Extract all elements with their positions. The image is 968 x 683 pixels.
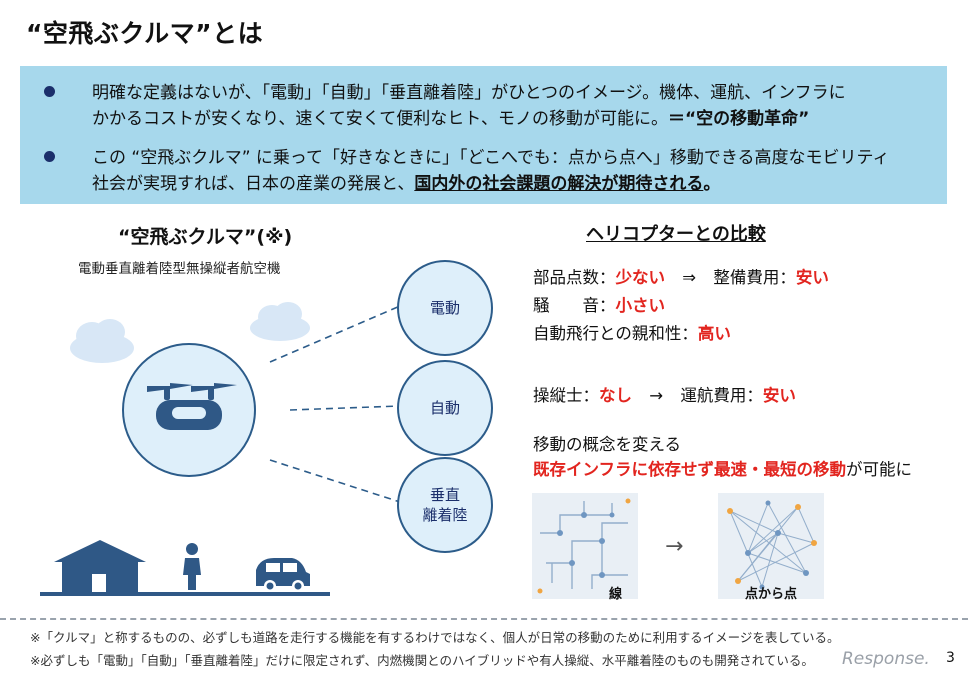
right-heading: ヘリコプターとの比較 [586, 224, 766, 245]
noise-value: 小さい [615, 296, 666, 315]
social-issues-emphasis: 国内外の社会課題の解決が期待される [414, 174, 704, 194]
arrow-icon: → [649, 386, 664, 405]
concept-end: が可能に [846, 460, 913, 479]
line-network-label: 線 [609, 587, 623, 602]
comparison-row-automation: 自動飛行との親和性：高い [533, 320, 731, 344]
bullet-dot [44, 151, 55, 162]
bullet-1-line-2: かかるコストが安くなり、速くて安くて便利なヒト、モノの移動が可能に。＝“空の移動… [92, 104, 809, 129]
summary-box: 明確な定義はないが、「電動」「自動」「垂直離着陸」がひとつのイメージ。機体、運航… [20, 66, 947, 204]
pilot-label: 操縦士： [533, 386, 599, 405]
bullet-1-line-2-text: かかるコストが安くなり、速くて安くて便利なヒト、モノの移動が可能に。 [92, 109, 668, 129]
maintenance-label: 整備費用： [713, 268, 796, 287]
bullet-dot [44, 86, 55, 97]
point-network-diagram [718, 493, 824, 599]
circle-autonomous: 自動 [397, 360, 493, 456]
bullet-1-line-1: 明確な定義はないが、「電動」「自動」「垂直離着陸」がひとつのイメージ。機体、運航… [92, 83, 846, 103]
arrow-icon: ⇒ [682, 268, 697, 287]
circle-vtol: 垂直 離着陸 [397, 457, 493, 553]
bullet-2-line-1: この “空飛ぶクルマ” に乗って「好きなときに」「どこへでも：点から点へ」移動で… [92, 148, 890, 168]
flying-car-icon [147, 383, 237, 430]
connector-lines [269, 305, 401, 503]
car-icon [256, 558, 310, 592]
concept-line-2: 既存インフラに依存せず最速・最短の移動が可能に [533, 456, 912, 480]
sky-mobility-revolution: ＝“空の移動革命” [667, 109, 810, 129]
parts-label: 部品点数： [533, 268, 616, 287]
comparison-row-parts: 部品点数：少ない ⇒ 整備費用：安い [533, 264, 829, 288]
operation-cost-value: 安い [762, 386, 796, 405]
footnote-1: ※「クルマ」と称するものの、必ずしも道路を走行する機能を有するわけではなく、個人… [30, 630, 840, 645]
response-logo: Response. [842, 649, 930, 669]
noise-label: 騒 音： [533, 296, 616, 315]
line-network-diagram [532, 493, 638, 599]
cloud-icon [250, 302, 310, 341]
concept-emphasis: 既存インフラに依存せず最速・最短の移動 [533, 460, 847, 479]
parts-value: 少ない [615, 268, 666, 287]
bullet-2-line-2: 社会が実現すれば、日本の産業の発展と、国内外の社会課題の解決が期待される。 [92, 169, 720, 194]
concept-line-1: 移動の概念を変える [533, 435, 682, 454]
flying-car-illustration [40, 302, 401, 596]
page-title: “空飛ぶクルマ”とは [26, 19, 264, 48]
person-icon [183, 543, 201, 590]
footnote-2: ※必ずしも「電動」「自動」「垂直離着陸」だけに限定されず、内燃機関とのハイブリッ… [30, 653, 814, 668]
footer-divider [0, 618, 968, 620]
house-icon [54, 540, 146, 592]
operation-cost-label: 運航費用： [680, 386, 763, 405]
network-arrow-icon: → [665, 534, 684, 559]
ground-line [40, 592, 330, 596]
automation-label: 自動飛行との親和性： [533, 324, 698, 343]
bullet-2-line-2-text: 社会が実現すれば、日本の産業の発展と、 [92, 174, 415, 194]
left-subheading: 電動垂直離着陸型無操縦者航空機 [78, 261, 281, 277]
automation-value: 高い [697, 324, 731, 343]
line-network-graphic [537, 498, 631, 594]
page-number: 3 [946, 650, 955, 666]
comparison-row-noise: 騒 音：小さい [533, 292, 665, 316]
cloud-icon [70, 319, 134, 363]
point-network-label: 点から点 [745, 587, 798, 602]
left-heading: “空飛ぶクルマ”(※) [118, 226, 293, 248]
bullet-2-period: 。 [703, 174, 721, 194]
circle-electric: 電動 [397, 260, 493, 356]
point-network-graphic [727, 500, 817, 590]
maintenance-value: 安い [795, 268, 829, 287]
comparison-row-pilot: 操縦士：なし → 運航費用：安い [533, 382, 796, 406]
pilot-value: なし [599, 386, 632, 405]
